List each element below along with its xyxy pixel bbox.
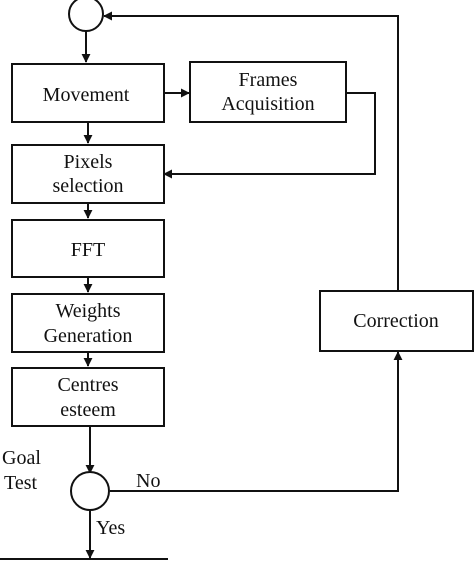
pixels-label-line2: selection [52, 175, 123, 197]
fft-box [11, 219, 165, 278]
frames-acquisition-box [189, 61, 347, 123]
centres-label-line1: Centres [57, 374, 118, 396]
weights-label-line2: Generation [44, 325, 133, 347]
movement-box [11, 63, 165, 123]
fft-label: FFT [71, 239, 105, 261]
goal-label-line1: Goal [2, 447, 41, 469]
arrow-goal-no-to-correction [110, 351, 403, 492]
centres-esteem-box [11, 367, 165, 427]
pixels-selection-box [11, 144, 165, 204]
no-label: No [136, 470, 160, 492]
movement-label: Movement [43, 84, 130, 106]
goal-label-line2: Test [4, 472, 37, 494]
yes-label: Yes [96, 517, 125, 539]
correction-label: Correction [353, 310, 439, 332]
arrow-correction-to-start [103, 11, 399, 291]
frames-label-line1: Frames [239, 69, 298, 91]
correction-box [319, 290, 474, 352]
frames-label-line2: Acquisition [221, 93, 314, 115]
centres-label-line2: esteem [60, 399, 116, 421]
weights-generation-box [11, 293, 165, 353]
start-node [68, 0, 104, 32]
pixels-label-line1: Pixels [64, 151, 113, 173]
goal-test-node [70, 471, 110, 511]
weights-label-line1: Weights [55, 300, 120, 322]
arrow-frames-to-pixels [163, 92, 376, 179]
